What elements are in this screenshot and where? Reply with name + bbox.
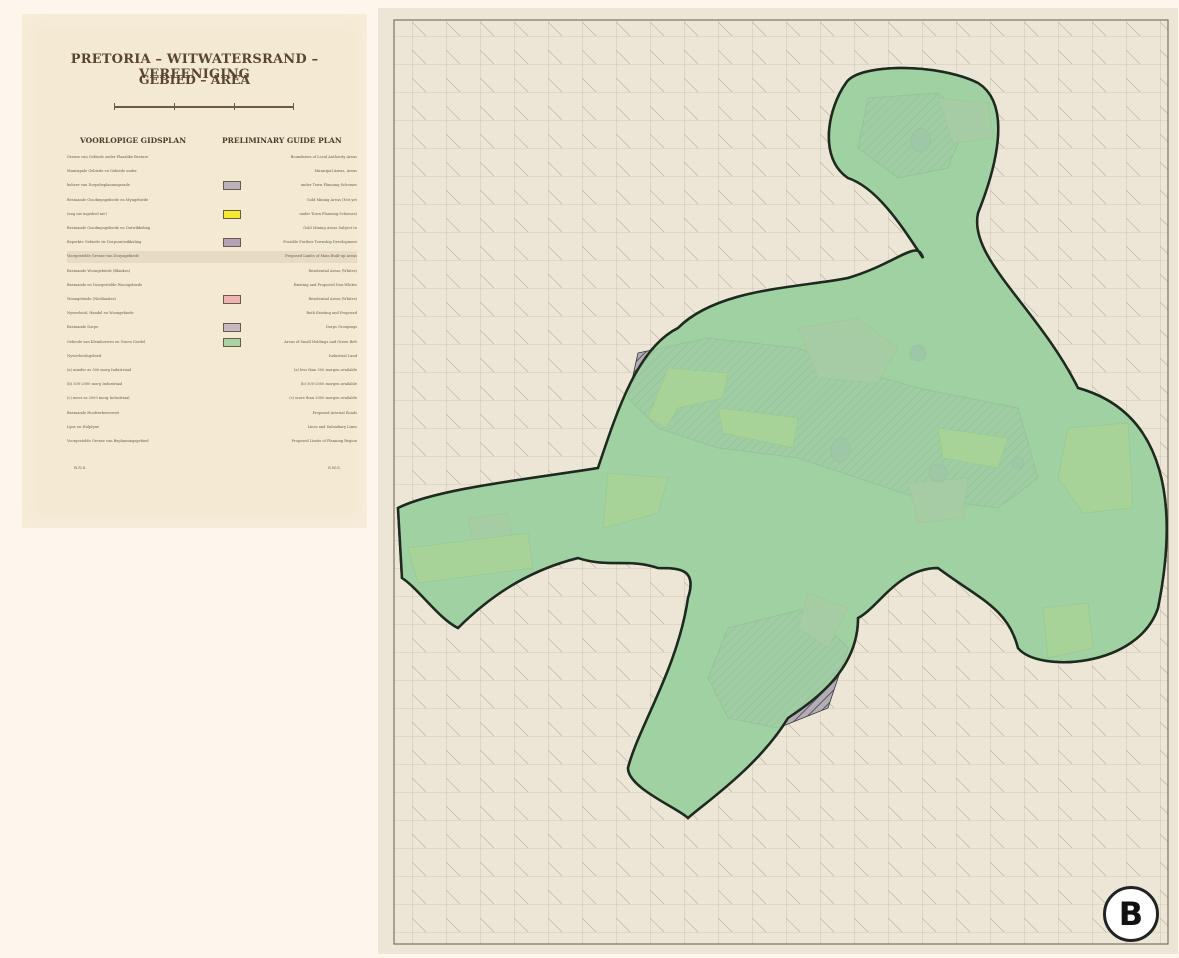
- legend-row-label-left: (b) 500-2000 morg Industriaal: [67, 382, 123, 387]
- legend-row-label-right: Dorps Groupings: [325, 325, 357, 330]
- legend-row: Nywerheid, Handel en Woongebiede Both Exi…: [67, 308, 357, 320]
- legend-row: Grense van Gebiede onder Plaaslike Bestu…: [67, 152, 357, 164]
- legend-row: Bestaande Hoofverkeersweë Proposed Arteri…: [67, 408, 357, 420]
- legend-row: Nywerheidsgebied Industrial Land: [67, 351, 357, 363]
- legend-row-label-left: Beperkte Gebiede vir Dorpsontwikkeling: [67, 240, 142, 245]
- legend-row-label-left: Grense van Gebiede onder Plaaslike Bestu…: [67, 155, 149, 159]
- legend-row-label-left: Bestaande Goudmyngebiede en Myngebiede: [67, 197, 149, 202]
- legend-row-label-right: Industrial Land: [328, 353, 357, 358]
- legend-row: (b) 500-2000 morg Industriaal (b) 500-200…: [67, 379, 357, 391]
- legend-swatch: [223, 295, 241, 304]
- legend-row-label-left: (a) minder as 500 morg Industriaal: [67, 368, 132, 372]
- legend-row: Bestaande Goudmyngebiede en Myngebiede Go…: [67, 195, 357, 207]
- legend-swatch: [223, 337, 241, 347]
- legend-row-label-left: Nywerheid, Handel en Woongebiede: [67, 311, 134, 316]
- legend-row: Voorgestelde Grense van Beplanningsgebie…: [67, 436, 357, 448]
- legend-row: Bestaande Dorpe Dorps Groupings: [67, 322, 357, 334]
- legend-row-label-right: under Town Planning Schemes: [300, 183, 357, 188]
- legend-row-label-right: Gold Mining Areas (Not yet: [306, 197, 357, 202]
- legend-row-label-left: Lyne en Hulplyne: [67, 424, 100, 429]
- legend-row: (c) meer as 2000 morg Industriaal (c) mor…: [67, 393, 357, 405]
- legend-row-label-right: (a) less than 500 morgen available: [293, 368, 357, 372]
- legend-row-label-right: (b) 500-2000 morgen available: [300, 382, 357, 387]
- legend-row-label-right: Possible Further Township Development: [283, 240, 357, 245]
- legend-row-label-right: Boundaries of Local Authority Areas: [290, 155, 357, 159]
- legend-footer-right: S.W.G.: [328, 465, 341, 470]
- legend-subtitle: GEBIED – AREA: [138, 72, 251, 87]
- legend-row-label-left: (nog nie ingedeel nie): [67, 211, 107, 216]
- legend-row-label-right: Residential Areas (Whites): [308, 297, 357, 301]
- legend-row: (nog nie ingedeel nie) under Town Plannin…: [67, 209, 357, 221]
- legend-row-label-left: Bestaande Woongebiede (Blankes): [67, 268, 131, 273]
- legend-footer-left: R.N.S.: [74, 465, 87, 470]
- legend-swatch: [223, 238, 241, 248]
- legend-row: Bestaande en Voorgestelde Woongebiede Exi…: [67, 280, 357, 292]
- legend-row-label-right: Proposed Arterial Roads: [312, 410, 357, 415]
- legend-title: PRETORIA – WITWATERSRAND – VEREENIGING: [70, 52, 319, 82]
- legend-row: Gebiede van Kleinhoewes en Groen Gordel A…: [67, 337, 357, 349]
- legend-row-label-left: Voorgestelde Grense van Beplanningsgebie…: [67, 439, 149, 443]
- legend-row-label-left: Voorgestelde Grense van Dorpsgebiede: [67, 254, 139, 259]
- legend-row-label-right: Gold Mining Areas Subject to: [303, 226, 357, 230]
- scale-bar: [114, 103, 294, 118]
- legend-row: (a) minder as 500 morg Industriaal (a) le…: [67, 365, 357, 377]
- legend-heading-right: PRELIMINARY GUIDE PLAN: [222, 136, 342, 145]
- legend-row-label-left: Bestaande Dorpe: [67, 325, 99, 330]
- legend-row: Woongebiede (Nieblankes) Residential Area…: [67, 294, 357, 306]
- legend-swatch: [223, 323, 241, 333]
- legend-row-label-left: beheer van Dorpsbeplanningsrade: [67, 183, 130, 188]
- legend-row-label-left: Bestaande en Voorgestelde Woongebiede: [67, 282, 143, 287]
- legend-row-label-right: Lines and Subsidiary Lines: [307, 424, 357, 429]
- planning-map-svg: [378, 8, 1178, 954]
- legend-row: Voorgestelde Grense van Dorpsgebiede Prop…: [67, 251, 357, 264]
- legend-row-label-right: Proposed Limits of Planning Region: [291, 439, 357, 443]
- legend-row-label-left: Woongebiede (Nieblankes): [67, 297, 116, 301]
- legend-heading-left: VOORLOPIGE GIDSPLAN: [80, 136, 187, 145]
- legend-row: beheer van Dorpsbeplanningsrade under Tow…: [67, 180, 357, 192]
- legend-row: Beperkte Gebiede vir Dorpsontwikkeling Po…: [67, 237, 357, 249]
- legend-row-label-left: (c) meer as 2000 morg Industriaal: [67, 396, 130, 401]
- legend-row-label-right: Municipal Areas, Areas: [314, 169, 358, 174]
- legend-row-label-left: Gebiede van Kleinhoewes en Groen Gordel: [67, 339, 146, 344]
- legend-row: Munisipale Gebiede en Gebiede onder Munic…: [67, 166, 357, 178]
- planning-map: [378, 8, 1178, 954]
- map-legend: PRETORIA – WITWATERSRAND – VEREENIGING G…: [22, 14, 367, 528]
- legend-swatch: [223, 209, 241, 219]
- legend-row: Lyne en Hulplyne Lines and Subsidiary Lin…: [67, 422, 357, 434]
- legend-row-label-right: Proposed Limits of Main Built-up Areas: [285, 254, 357, 259]
- legend-row-label-right: Residential Areas (Whites): [308, 268, 357, 273]
- map-label-badge: B: [1103, 886, 1159, 942]
- legend-row-label-left: Bestaande Goudmyngebiede en Ontwikkeling: [67, 226, 151, 230]
- legend-row: Bestaande Woongebiede (Blankes) Residenti…: [67, 266, 357, 278]
- legend-row-label-right: Existing and Proposed Non-Whites: [293, 282, 357, 287]
- legend-swatch: [223, 181, 241, 191]
- legend-row-label-right: (c) more than 2000 morgen available: [289, 396, 357, 401]
- legend-row: Bestaande Goudmyngebiede en Ontwikkeling…: [67, 223, 357, 235]
- legend-row-label-right: Areas of Small Holdings and Green Belt: [284, 339, 357, 344]
- legend-row-label-left: Nywerheidsgebied: [67, 353, 102, 358]
- legend-row-label-right: Both Existing and Proposed: [306, 311, 357, 316]
- legend-row-label-left: Bestaande Hoofverkeersweë: [67, 410, 120, 415]
- legend-row-label-right: under Town Planning Schemes): [299, 211, 357, 216]
- legend-row-label-left: Munisipale Gebiede en Gebiede onder: [67, 169, 137, 174]
